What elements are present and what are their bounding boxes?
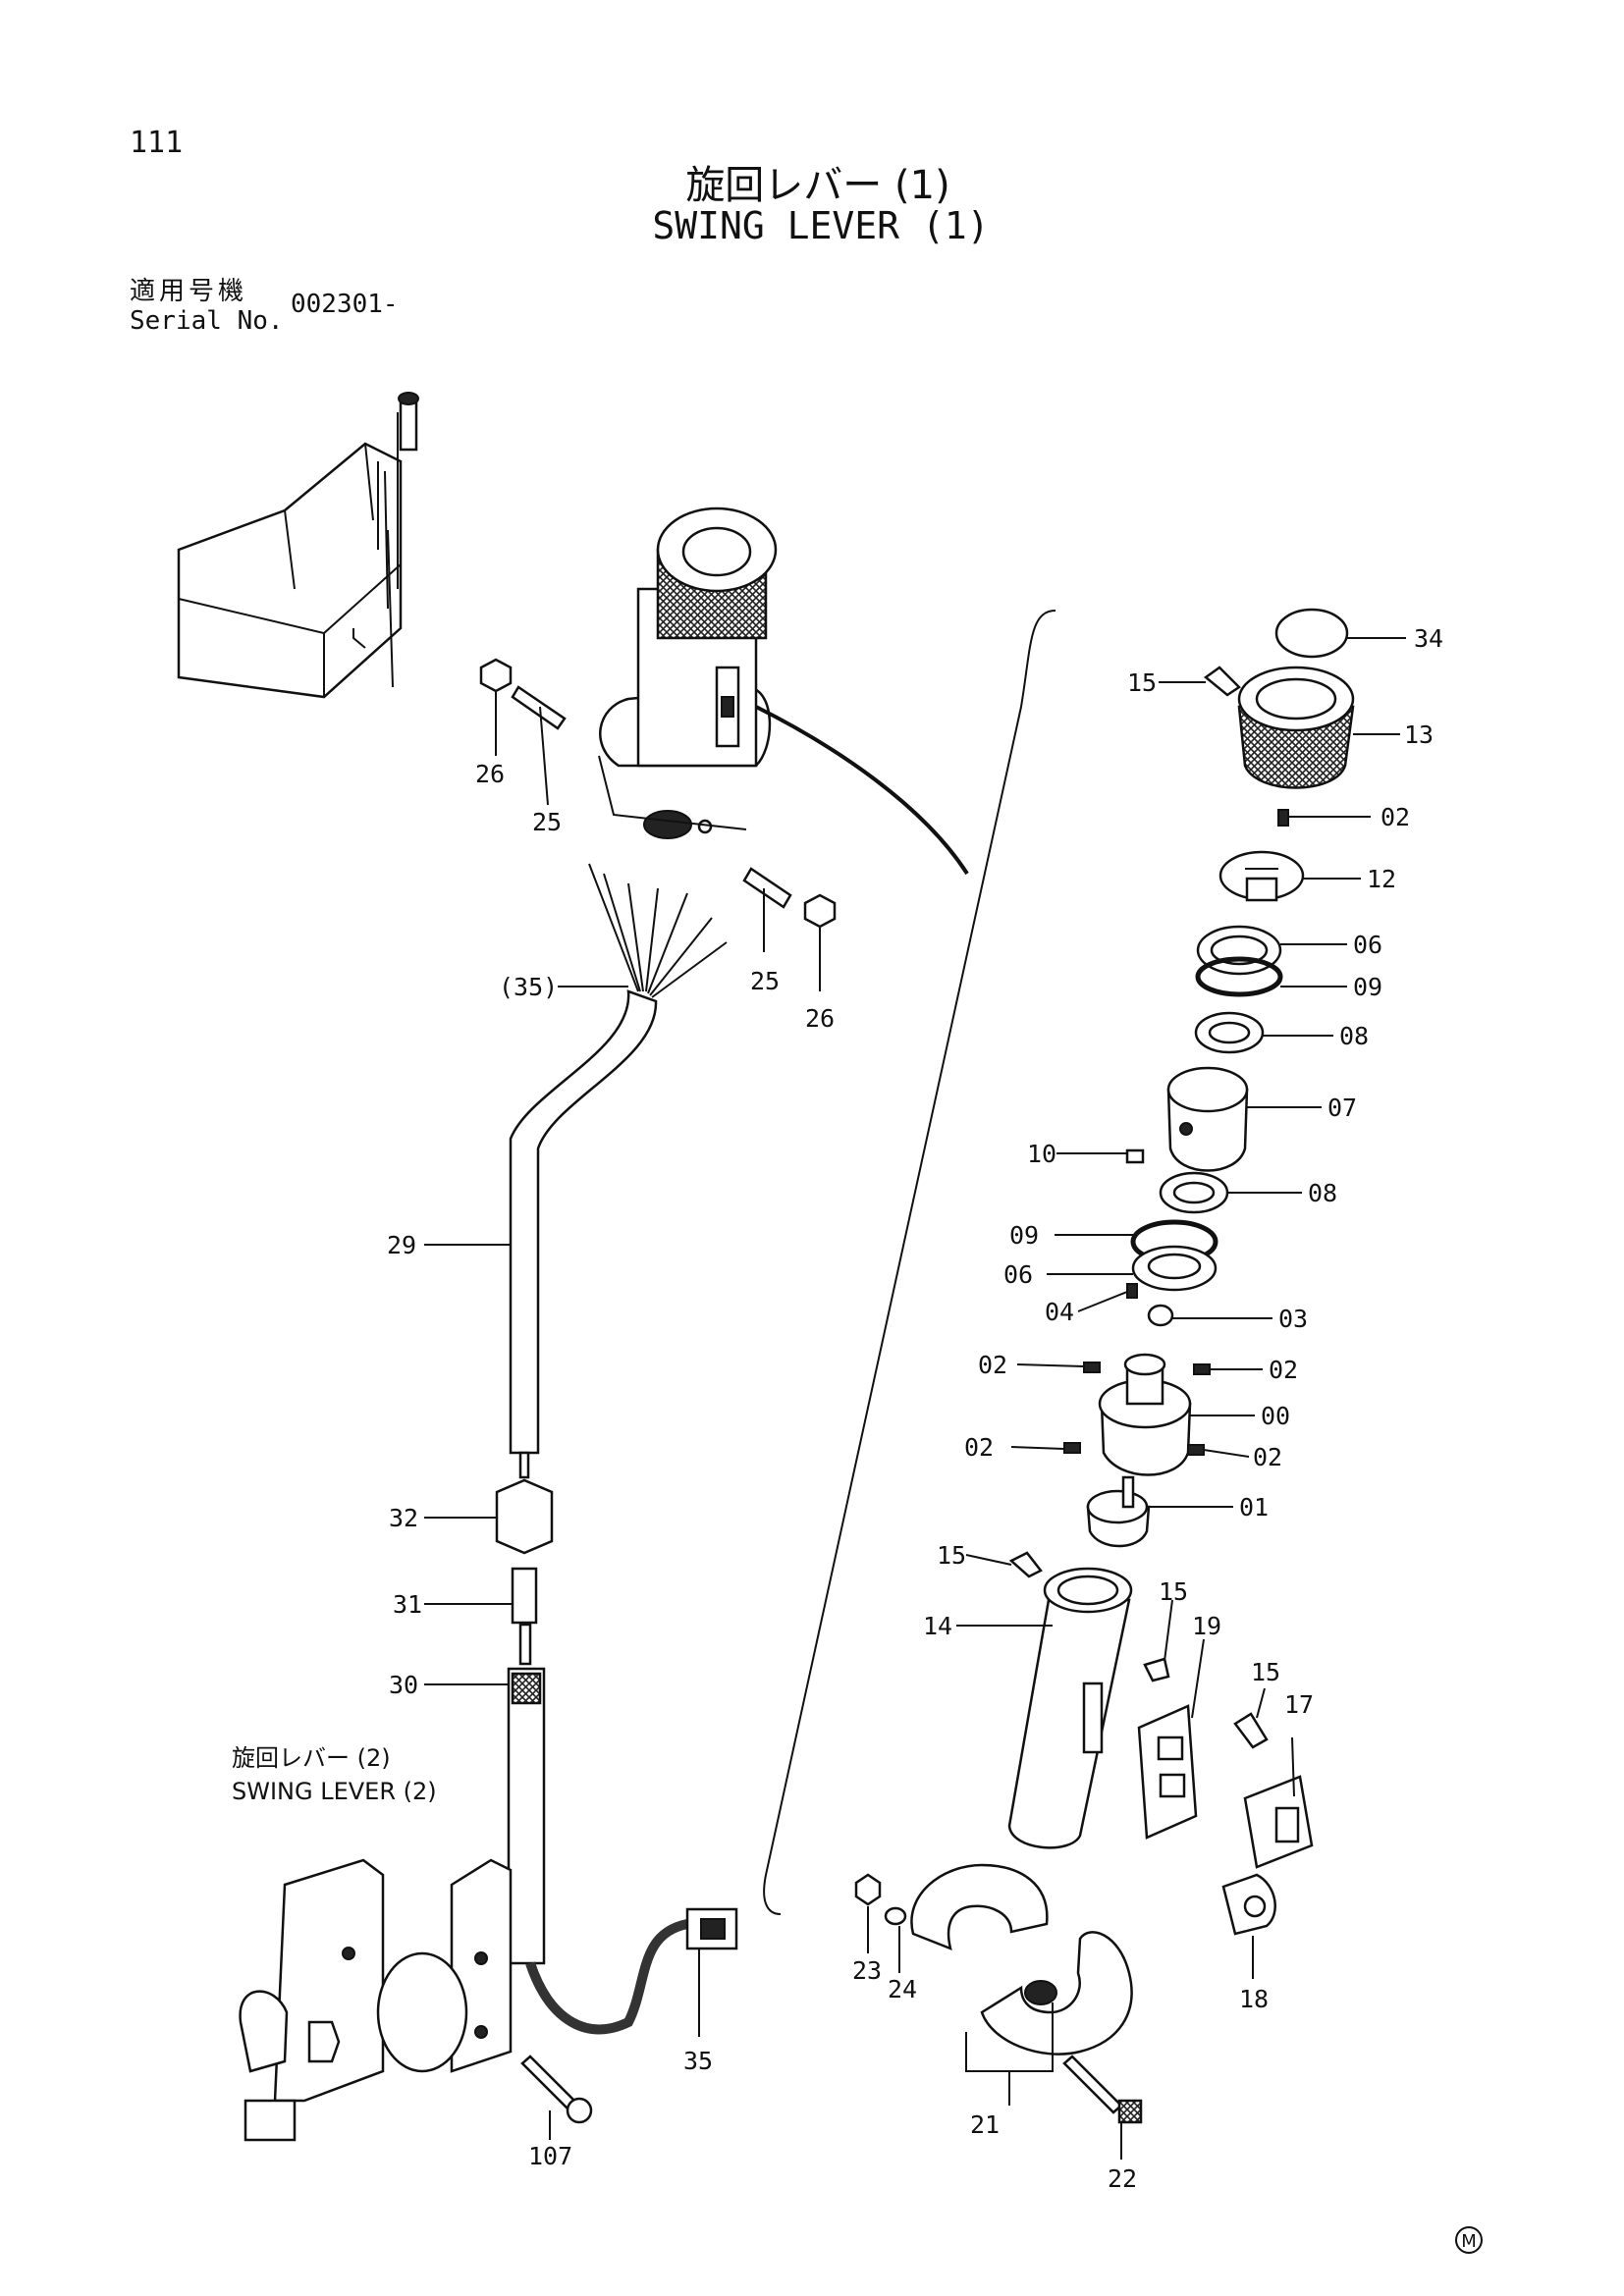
washer-03-illustration	[1147, 1304, 1174, 1327]
part-label-02-right-lower: 02	[1253, 1443, 1282, 1471]
part-label-35-harness: 35	[683, 2047, 713, 2075]
clamp-21-illustration	[910, 1863, 1133, 2056]
nut-32-illustration	[495, 1478, 554, 1555]
nut-26-lower-illustration	[803, 893, 837, 929]
console-overview-illustration	[177, 392, 419, 699]
part-label-08-upper: 08	[1339, 1022, 1369, 1050]
leader-lines	[424, 637, 1406, 2160]
part-label-26-upper: 26	[475, 760, 505, 788]
part-label-12: 12	[1367, 865, 1396, 893]
screw-15-d-illustration	[1233, 1712, 1269, 1749]
part-label-09-upper: 09	[1353, 973, 1382, 1001]
grip-to-detail-leader	[755, 705, 969, 876]
serial-number-value: 002301-	[291, 290, 399, 319]
switch-17-illustration	[1243, 1775, 1314, 1869]
grip-assembly-illustration	[598, 507, 778, 839]
detail-divider-line	[763, 610, 1056, 1915]
part-label-21: 21	[970, 2110, 1000, 2139]
nut-23-illustration	[854, 1873, 882, 1906]
part-label-26-lower: 26	[805, 1004, 835, 1033]
screw-02-a-illustration	[1277, 809, 1289, 827]
manufacturer-mark: M	[1455, 2226, 1483, 2254]
set-screw-25-upper-illustration	[511, 685, 567, 730]
part-label-25-lower: 25	[750, 967, 780, 995]
part-label-25-upper: 25	[532, 808, 562, 836]
page-number: 111	[130, 126, 184, 160]
part-label-15-top: 15	[1127, 668, 1157, 697]
part-label-10: 10	[1027, 1140, 1056, 1168]
lever-rod-30-illustration	[507, 1667, 546, 1965]
serial-label-japanese: 適用号機	[130, 277, 248, 306]
part-label-34: 34	[1414, 624, 1443, 653]
part-label-09-lower: 09	[1009, 1221, 1039, 1250]
plate-19-illustration	[1137, 1704, 1198, 1840]
washer-24-illustration	[884, 1906, 907, 1926]
part-label-15-mid: 15	[937, 1541, 966, 1570]
part-label-23: 23	[852, 1956, 882, 1985]
part-label-32: 32	[389, 1504, 418, 1532]
bushing-08-a-illustration	[1194, 1011, 1265, 1054]
part-label-04: 04	[1045, 1298, 1074, 1326]
part-label-18: 18	[1239, 1985, 1269, 2013]
part-label-14: 14	[923, 1612, 952, 1640]
housing-07-illustration	[1166, 1066, 1249, 1172]
manufacturer-mark-letter: M	[1461, 2231, 1477, 2252]
part-label-29: 29	[387, 1231, 416, 1259]
nut-26-upper-illustration	[479, 658, 513, 693]
bushing-08-b-illustration	[1159, 1171, 1229, 1214]
part-label-35-wire: (35)	[499, 973, 558, 1001]
tube-14-illustration	[1007, 1567, 1133, 1849]
swing-lever-2-bracket-illustration	[239, 1858, 513, 2142]
part-label-22: 22	[1108, 2164, 1137, 2193]
screw-15-c-illustration	[1143, 1657, 1170, 1682]
screw-04-illustration	[1126, 1283, 1138, 1299]
part-label-15-plate: 15	[1251, 1658, 1280, 1686]
bolt-107-illustration	[520, 2055, 593, 2124]
cap-34-illustration	[1274, 608, 1349, 659]
part-label-107: 107	[528, 2142, 572, 2170]
swing-lever-2-label-japanese: 旋回レバー (2)	[232, 1744, 391, 1772]
o-ring-09-a-illustration	[1195, 956, 1283, 997]
bolt-22-illustration	[1062, 2055, 1143, 2124]
part-label-01: 01	[1239, 1493, 1269, 1522]
part-label-06-lower: 06	[1003, 1260, 1033, 1289]
part-label-13: 13	[1404, 721, 1434, 749]
fitting-31-illustration	[511, 1567, 538, 1666]
part-label-15-tube: 15	[1159, 1577, 1188, 1606]
part-label-02-upper: 02	[1380, 803, 1410, 831]
part-label-30: 30	[389, 1671, 418, 1699]
part-label-00: 00	[1261, 1402, 1290, 1430]
harness-35-connector-illustration	[525, 1907, 738, 2035]
serial-label-english: Serial No.	[130, 306, 284, 336]
part-label-02-left-lower: 02	[964, 1433, 994, 1462]
tube-29-illustration	[509, 989, 658, 1479]
part-label-24: 24	[888, 1975, 917, 2003]
screw-15-b-illustration	[1008, 1551, 1043, 1578]
screw-15-top-illustration	[1203, 666, 1241, 697]
page-title-english: SWING LEVER (1)	[652, 204, 990, 247]
base-01-illustration	[1086, 1475, 1151, 1548]
page-title-japanese: 旋回レバー (1)	[685, 163, 950, 208]
part-label-31: 31	[393, 1590, 422, 1619]
part-label-07: 07	[1327, 1094, 1357, 1122]
part-label-06-upper: 06	[1353, 931, 1382, 959]
set-screw-25-lower-illustration	[742, 867, 792, 909]
ring-06-b-illustration	[1131, 1245, 1218, 1292]
set-screws-02-illustration	[1063, 1362, 1211, 1456]
knob-13-illustration	[1237, 666, 1355, 789]
part-label-19: 19	[1192, 1612, 1221, 1640]
switch-18-illustration	[1221, 1873, 1276, 1936]
part-label-02-left-upper: 02	[978, 1351, 1007, 1379]
part-label-17: 17	[1284, 1690, 1314, 1719]
part-label-02-right-upper: 02	[1269, 1356, 1298, 1384]
part-label-08-lower: 08	[1308, 1179, 1337, 1207]
part-label-03: 03	[1278, 1305, 1308, 1333]
body-00-illustration	[1098, 1353, 1192, 1476]
cap-12-illustration	[1218, 850, 1305, 902]
pin-10-illustration	[1125, 1148, 1145, 1164]
wire-harness-35-illustration	[588, 863, 728, 998]
swing-lever-2-label-english: SWING LEVER (2)	[232, 1778, 437, 1805]
